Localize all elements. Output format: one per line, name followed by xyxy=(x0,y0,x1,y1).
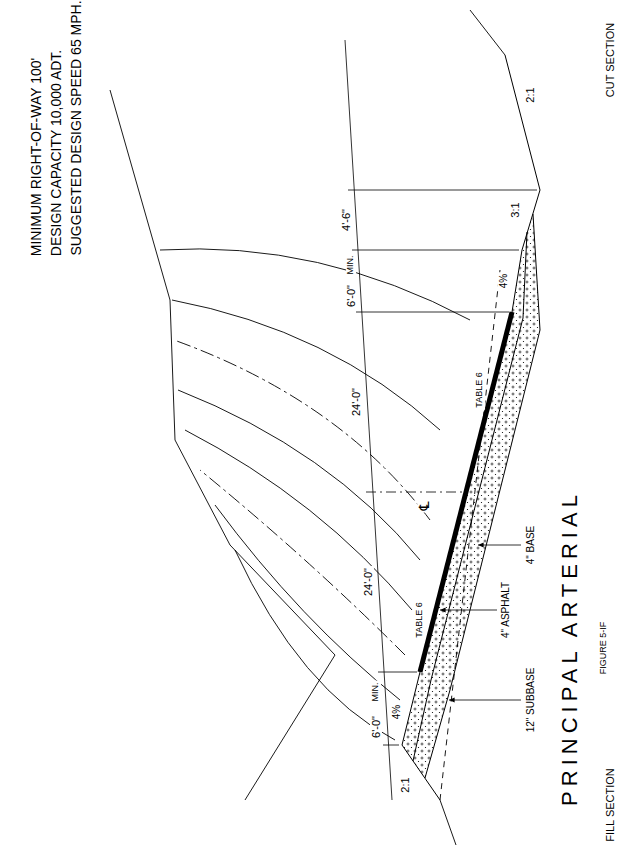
section-label: FILL SECTION xyxy=(604,766,616,844)
dimension-label: 6'-0" xyxy=(370,714,382,740)
figure-title: PRINCIPAL ARTERIAL xyxy=(558,488,582,808)
leader-line xyxy=(478,545,521,546)
subbase-line xyxy=(425,214,540,778)
extension-line xyxy=(352,250,519,251)
dimension-label: MIN. xyxy=(346,254,356,277)
surface-curve xyxy=(178,390,420,560)
surface-curve xyxy=(215,505,400,700)
aggregate-fill xyxy=(402,214,540,778)
dimension-line xyxy=(345,40,392,800)
surface-curve xyxy=(235,550,395,740)
ground-line xyxy=(440,800,456,845)
base-line xyxy=(413,232,527,761)
slope-ratio: 3:1 xyxy=(509,200,521,219)
dimension-label: 24'-0" xyxy=(362,566,374,598)
layer-callout: TABLE 6 xyxy=(415,600,425,639)
design-note: SUGGESTED DESIGN SPEED 65 MPH. xyxy=(69,0,84,258)
dimension-label: MIN. xyxy=(371,681,381,704)
pavement-layers xyxy=(402,55,540,800)
section-label: CUT SECTION xyxy=(604,21,616,99)
design-note: MINIMUM RIGHT-OF-WAY 100' xyxy=(29,56,44,258)
extension-line xyxy=(378,672,417,673)
center-line xyxy=(366,492,462,493)
extension-line xyxy=(356,312,509,313)
ground-line xyxy=(470,10,505,55)
surface-line xyxy=(402,55,540,800)
slope-ratio: 2:1 xyxy=(399,775,411,794)
outline xyxy=(110,90,335,800)
leader-line xyxy=(449,700,521,701)
layer-callout: 4" ASPHALT xyxy=(500,580,511,640)
leader-line xyxy=(440,610,497,611)
dimension-label: ℄ xyxy=(417,500,432,513)
extension-line xyxy=(348,190,537,191)
surface-curve xyxy=(160,249,470,320)
dimension-lines xyxy=(345,40,537,800)
slope-ratio: 2:1 xyxy=(524,85,536,104)
surface-curve xyxy=(185,430,412,610)
cross-slope: 4% xyxy=(498,272,509,290)
design-note: DESIGN CAPACITY 10,000 ADT. xyxy=(49,48,64,258)
surface-curve xyxy=(172,300,440,430)
layer-callout: 12" SUBBASE xyxy=(525,666,536,735)
perspective-lines xyxy=(110,10,505,845)
surface-curve xyxy=(174,340,430,520)
cross-slope: 4% xyxy=(391,703,402,721)
dimension-label: 24'-0" xyxy=(350,386,362,418)
leader-lines xyxy=(440,545,521,700)
dimension-label: 4'-6" xyxy=(340,207,352,233)
dimension-label: 6'-0" xyxy=(345,283,357,309)
layer-callout: TABLE 6 xyxy=(475,370,485,409)
surface-curve xyxy=(200,470,405,655)
layer-callout: 4" BASE xyxy=(525,524,536,567)
extension-line xyxy=(383,745,399,746)
figure-caption: FIGURE 5-IF xyxy=(599,620,609,677)
